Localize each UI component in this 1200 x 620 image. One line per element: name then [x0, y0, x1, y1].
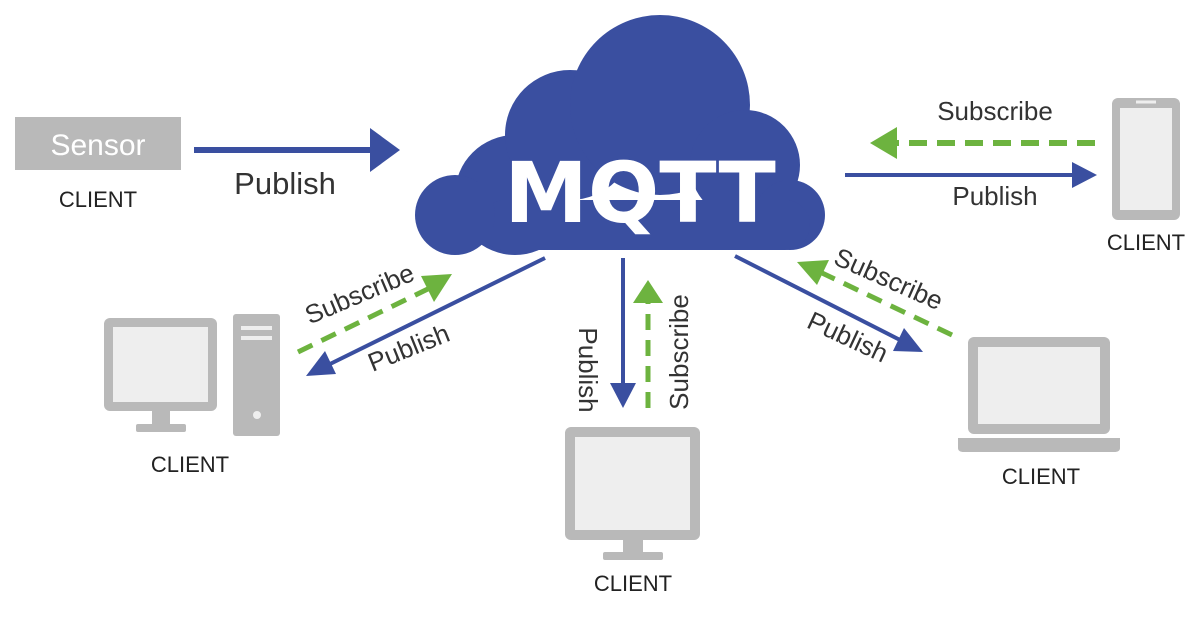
desktop-tower-icon: [233, 314, 280, 436]
phone-subscribe-arrow: [870, 127, 1095, 159]
laptop-publish-arrow: [734, 254, 923, 352]
monitor-publish-arrow: [610, 258, 636, 408]
monitor-client-label: CLIENT: [594, 571, 672, 596]
broker-label: MQTT: [504, 144, 776, 242]
monitor-subscribe-arrow: [633, 280, 663, 408]
laptop-subscribe-arrow: [797, 260, 954, 338]
phone-subscribe-label: Subscribe: [937, 96, 1053, 126]
desktop-client-label: CLIENT: [151, 452, 229, 477]
desktop-subscribe-arrow: [296, 274, 452, 355]
sensor-box: [15, 117, 181, 170]
phone-client-label: CLIENT: [1107, 230, 1185, 255]
monitor-client: CLIENT: [565, 427, 700, 596]
monitor-publish-label: Publish: [573, 327, 603, 412]
phone-publish-arrow: [845, 162, 1097, 188]
laptop-subscribe-label: Subscribe: [830, 242, 948, 316]
phone-screen: [1120, 108, 1172, 210]
sensor-label: Sensor: [50, 129, 145, 162]
laptop-client-label: CLIENT: [1002, 464, 1080, 489]
sensor-client-label: CLIENT: [59, 187, 137, 212]
desktop-subscribe-label: Subscribe: [300, 257, 418, 330]
phone-client: CLIENT: [1107, 98, 1185, 255]
laptop-base: [958, 438, 1120, 452]
laptop-client: CLIENT: [958, 337, 1120, 489]
desktop-client: CLIENT: [104, 314, 280, 477]
cloud-shape: [415, 15, 825, 255]
sensor-publish-arrow: [194, 128, 400, 172]
desktop-publish-arrow: [306, 256, 546, 376]
sensor-publish-label: Publish: [234, 166, 336, 201]
sensor-client: Sensor CLIENT: [15, 117, 181, 212]
phone-publish-label: Publish: [952, 181, 1037, 211]
mqtt-cloud: MQTT: [415, 15, 825, 255]
monitor-subscribe-label: Subscribe: [664, 294, 694, 410]
